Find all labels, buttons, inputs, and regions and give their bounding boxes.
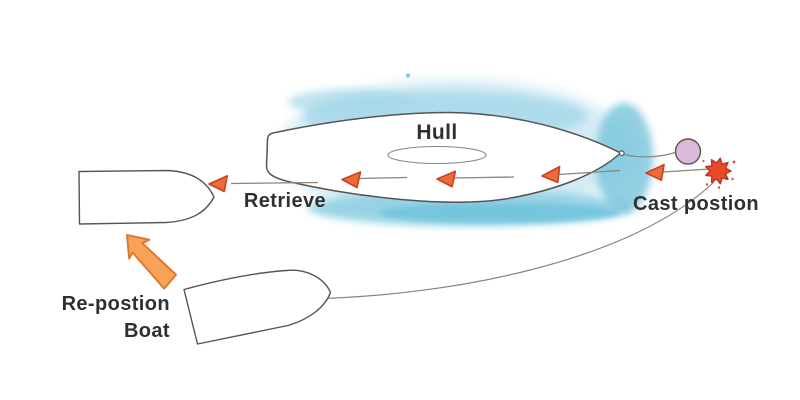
retrieve-arrowhead-icon (207, 175, 229, 193)
retrieve-line-seg3 (452, 176, 515, 179)
retrieve-line-seg2 (357, 176, 408, 180)
water-speck (406, 73, 410, 78)
water-wash-top-left (288, 89, 412, 115)
hull-bow-eye-icon (618, 150, 625, 157)
cast-position-label: Cast postion (633, 193, 759, 215)
splash-droplet (732, 160, 736, 164)
retrieve-line (230, 168, 711, 185)
reposition-arrow-icon (126, 234, 178, 290)
reposition-label-line1: Re-postion (62, 293, 170, 315)
hull-label: Hull (416, 121, 457, 144)
hull-cockpit-ellipse (387, 145, 487, 165)
boat-bottom (183, 269, 332, 345)
cast-trajectory-line (306, 181, 715, 300)
line-to-float (624, 151, 676, 158)
water-wash-dark-streak (380, 203, 620, 223)
retrieve-label: Retrieve (244, 190, 326, 212)
reposition-label-line2: Boat (124, 320, 170, 342)
splash-droplet (717, 186, 721, 189)
boat-left (78, 169, 215, 225)
splash-droplet (702, 159, 705, 163)
retrieve-line-seg1 (230, 181, 319, 185)
float-marker-icon (674, 138, 702, 165)
water-wash-bow-crescent (595, 103, 653, 213)
cast-splash-star (705, 157, 732, 185)
splash-droplet (705, 183, 709, 186)
retrieve-line-seg5 (662, 168, 711, 173)
cast-splash-icon (702, 157, 736, 189)
splash-droplet (731, 177, 734, 181)
retrieve-line-seg4 (558, 169, 621, 176)
